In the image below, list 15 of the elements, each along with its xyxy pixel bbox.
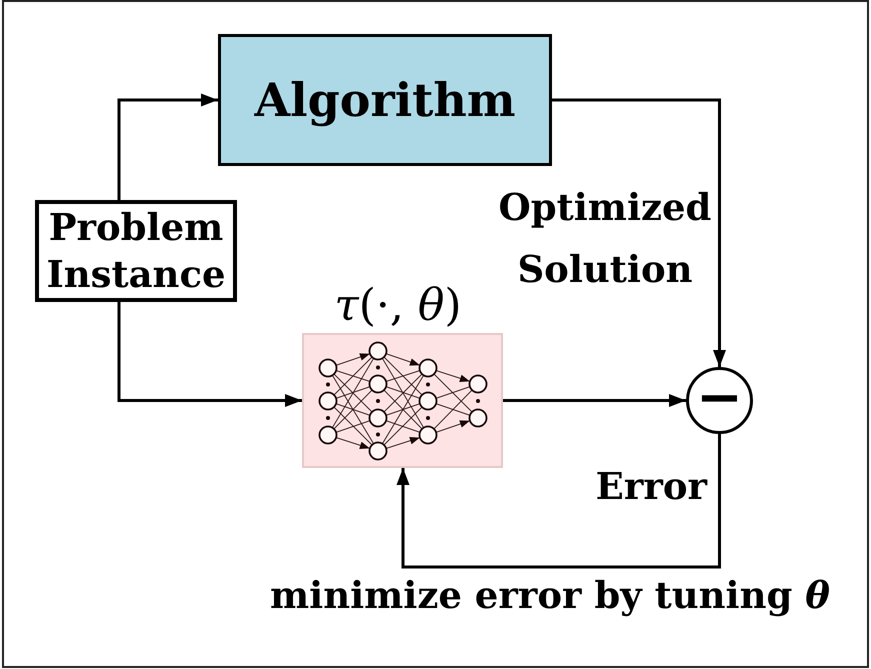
minus-sign: − xyxy=(696,370,743,426)
arrow xyxy=(118,94,218,200)
process-box xyxy=(218,34,552,166)
edge-label: Optimized Solution xyxy=(498,185,712,291)
arrow xyxy=(552,98,726,367)
node-label: Algorithm xyxy=(254,73,516,127)
arrow xyxy=(503,394,686,407)
node-label: Problem Instance xyxy=(45,204,227,298)
model-box xyxy=(302,333,503,468)
annotation-text: minimize error by tuning θ xyxy=(270,573,830,617)
arrow xyxy=(118,302,302,407)
process-box xyxy=(35,200,237,302)
arrow xyxy=(396,434,721,568)
edge-label: Error xyxy=(596,464,707,508)
function-label: τ(·, θ) xyxy=(334,280,462,332)
